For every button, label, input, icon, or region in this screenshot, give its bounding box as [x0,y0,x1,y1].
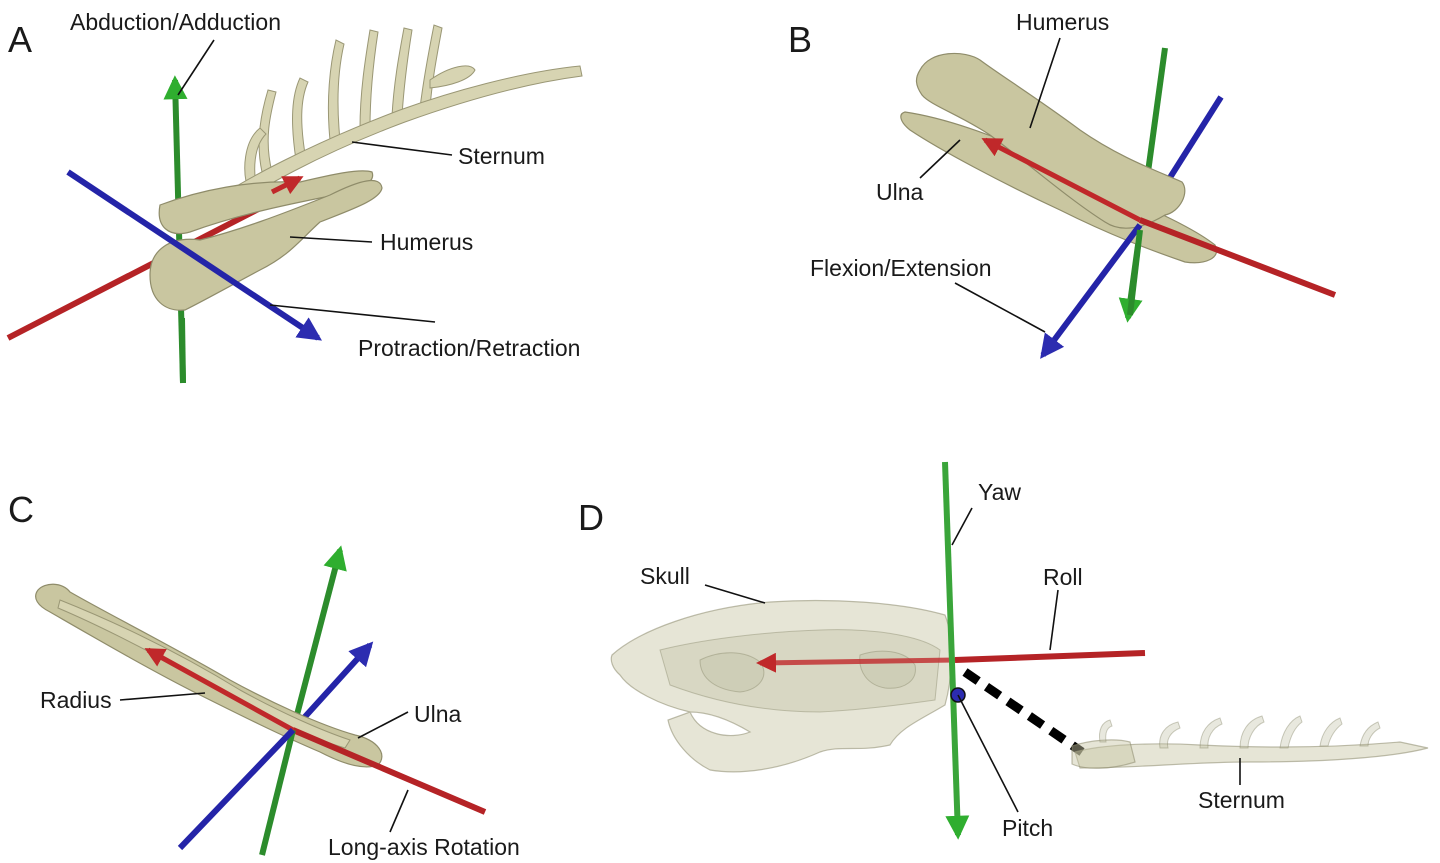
panel-a-humerus-label: Humerus [380,229,473,255]
panel-a: A Abduction/Adduct [8,9,582,383]
panel-d-yaw-leader [952,508,972,545]
panel-d-joint-link [965,672,1082,752]
panel-d-skull-label: Skull [640,563,690,589]
panel-c-x-axis [293,730,485,812]
panel-d-pitch-label: Pitch [1002,815,1053,841]
panel-d-roll-label: Roll [1043,564,1083,590]
panel-b-letter: B [788,19,812,60]
panel-c-ulna-leader [358,712,408,738]
panel-c: C Radius Ulna Long-axis Rotation [8,489,520,860]
panel-d-pitch-leader [958,695,1018,812]
panel-d-skull-leader [705,585,765,603]
panel-a-sternum-label: Sternum [458,143,545,169]
panel-c-x-arrow [148,650,293,730]
panel-b-humerus-label: Humerus [1016,9,1109,35]
panel-c-longaxis-leader [390,790,408,832]
panel-a-abduction-leader [178,40,214,95]
panel-b-flexion-label: Flexion/Extension [810,255,992,281]
panel-a-abduction-label: Abduction/Adduction [70,9,281,35]
panel-d-roll-arrow [760,660,955,663]
panel-d-roll-axis [955,653,1145,660]
panel-b: B Humerus Ulna Flexion/Extension [788,9,1335,355]
panel-a-protraction-label: Protraction/Retraction [358,335,580,361]
panel-d-yaw-label: Yaw [978,479,1021,505]
panel-c-ulna-label: Ulna [414,701,462,727]
panel-c-letter: C [8,489,34,530]
panel-d-roll-leader [1050,590,1058,650]
panel-c-radius-leader [120,693,205,700]
panel-b-z-axis-lower [1043,225,1140,355]
panel-d-sternum-label: Sternum [1198,787,1285,813]
panel-b-flexion-leader [955,283,1045,332]
panel-b-x-axis [1140,220,1335,295]
panel-c-longaxis-label: Long-axis Rotation [328,834,520,860]
panel-d: D Yaw [578,462,1428,841]
panel-c-radius-label: Radius [40,687,112,713]
panel-d-letter: D [578,497,604,538]
panel-a-sternum-leader [352,142,452,155]
panel-a-letter: A [8,19,32,60]
panel-d-sternum [1072,716,1428,768]
panel-b-ulna-label: Ulna [876,179,924,205]
